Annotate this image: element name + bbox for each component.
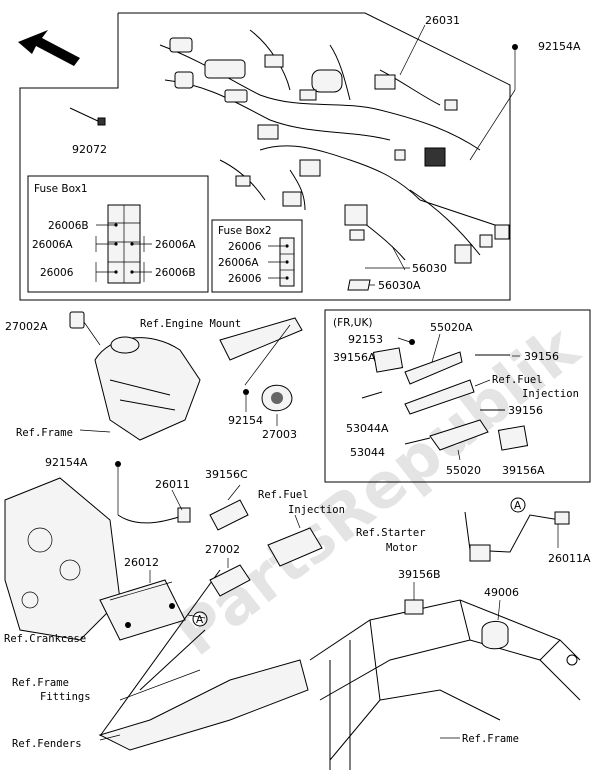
ref-fuel-injection-top-2: Injection [522,388,579,400]
part-27002A: 27002A [5,320,48,333]
ref-fenders: Ref.Fenders [12,738,82,750]
part-39156-b: 39156 [508,404,543,417]
part-39156C: 39156C [205,468,248,481]
part-49006: 49006 [484,586,519,599]
starter-relay-assembly [464,511,570,562]
ref-frame-fittings-2: Fittings [40,691,91,703]
fuse2-item-2: 26006 [228,273,262,285]
fuse-box-2-title: Fuse Box2 [218,225,272,237]
ref-frame-left: Ref.Frame [16,427,73,439]
fuse1-left-2: 26006 [40,267,74,279]
frame-mount-assembly [69,311,303,441]
frame-assembly [309,582,581,770]
ref-engine-mount: Ref.Engine Mount [140,318,241,330]
callout-a-1: A [192,611,208,627]
fuse-box-2: Fuse Box2 [211,219,303,293]
part-56030: 56030 [412,262,447,275]
part-27002: 27002 [205,543,240,556]
fuse1-left-1: 26006A [32,239,73,251]
callout-a-2: A [510,497,526,513]
fr-uk-panel [324,309,591,483]
fuse2-item-0: 26006 [228,241,262,253]
part-39156-a: 39156 [524,350,559,363]
part-39156A-b: 39156A [502,464,545,477]
ref-fuel-injection-top-1: Ref.Fuel [492,374,543,386]
part-53044: 53044 [350,446,385,459]
fuse1-left-0: 26006B [48,220,89,232]
svg-text:A: A [196,614,204,626]
crankcase-battery-assembly [4,461,309,751]
ref-starter-motor-2: Motor [386,542,418,554]
part-27003: 27003 [262,428,297,441]
fuse-box-1-title: Fuse Box1 [34,183,88,195]
part-92154A-mid: 92154A [45,456,88,469]
part-26031: 26031 [425,14,460,27]
ref-fuel-injection-mid-2: Injection [288,504,345,516]
part-92153: 92153 [348,333,383,346]
ref-frame-fittings-1: Ref.Frame [12,677,69,689]
ref-crankcase: Ref.Crankcase [4,633,86,645]
svg-text:A: A [514,500,522,512]
part-55020A: 55020A [430,321,473,334]
part-92154: 92154 [228,414,263,427]
part-53044A: 53044A [346,422,389,435]
fuse2-item-1: 26006A [218,257,259,269]
relay-assembly [209,484,323,597]
part-92072: 92072 [72,143,107,156]
part-26011A: 26011A [548,552,591,565]
part-56030A: 56030A [378,279,421,292]
ref-fuel-injection-mid-1: Ref.Fuel [258,489,309,501]
arrow-up-left-icon [18,30,80,66]
part-26011: 26011 [155,478,190,491]
fuse1-right-0: 26006A [155,239,196,251]
main-harness-panel [19,12,518,301]
fuse1-right-1: 26006B [155,267,196,279]
part-26012: 26012 [124,556,159,569]
ref-starter-motor-1: Ref.Starter [356,527,426,539]
part-39156A: 39156A [333,351,376,364]
fuse-box-1: Fuse Box1 [27,175,209,293]
region-label: (FR,UK) [333,317,372,329]
part-39156B: 39156B [398,568,441,581]
part-55020: 55020 [446,464,481,477]
ref-frame-bottom: Ref.Frame [462,733,519,745]
part-92154A-top: 92154A [538,40,581,53]
